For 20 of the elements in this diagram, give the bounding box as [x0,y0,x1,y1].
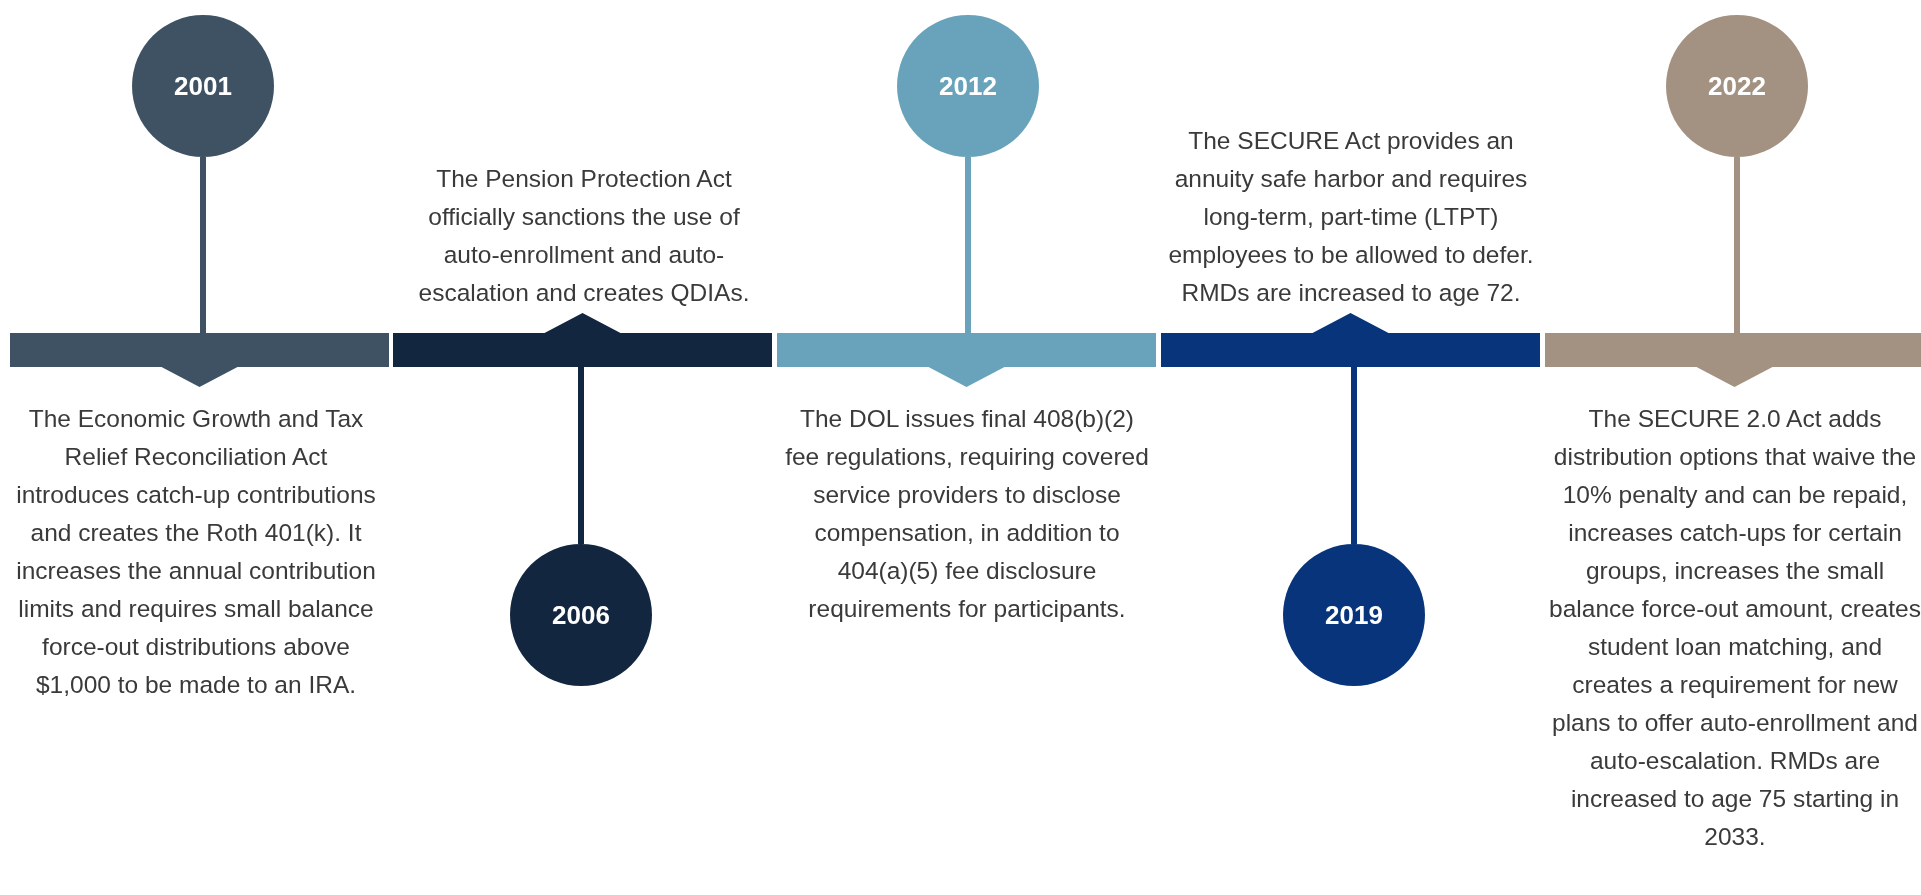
connector-line [200,157,206,333]
year-label: 2006 [552,599,610,631]
year-label: 2001 [174,70,232,102]
timeline-bar-segment [1545,333,1921,387]
connector-line [578,367,584,544]
timeline-bar-segment [393,313,772,367]
year-label: 2019 [1325,599,1383,631]
year-label: 2022 [1708,70,1766,102]
timeline-bar-segment [1161,313,1540,367]
connector-line [1734,157,1740,333]
connector-line [1351,367,1357,544]
description-text: The Economic Growth and Tax Relief Reconciliation Act introduces catch-up contributions and creates the Roth 401(k). It increases the annual contribution limits and requires small balance force-out distributions above $1,000 to be made to an IRA. [15,404,377,700]
timeline-bar-segment [10,333,389,387]
description-text: The Pension Protection Act officially sanctions the use of auto-enrollment and auto-escalation and creates QDIAs. [417,164,751,308]
description-text: The SECURE 2.0 Act adds distribution options that waive the 10% penalty and can be repaid, increases catch-ups for certain groups, increases the small balance force-out amount, creates student loan matching, and creates a requirement for new plans to offer auto-enrollment and auto-escalation. RMDs are increased to age 75 starting in 2033. [1548,404,1921,852]
description-text: The DOL issues final 408(b)(2) fee regulations, requiring covered service providers to disclose compensation, in addition to 404(a)(5) fee disclosure requirements for participants. [784,404,1150,624]
timeline-bar-segment [777,333,1156,387]
description-text: The SECURE Act provides an annuity safe harbor and requires long-term, part-time (LTPT) employees to be allowed to defer. RMDs are increased to age 72. [1167,126,1535,308]
connector-line [965,157,971,333]
year-label: 2012 [939,70,997,102]
